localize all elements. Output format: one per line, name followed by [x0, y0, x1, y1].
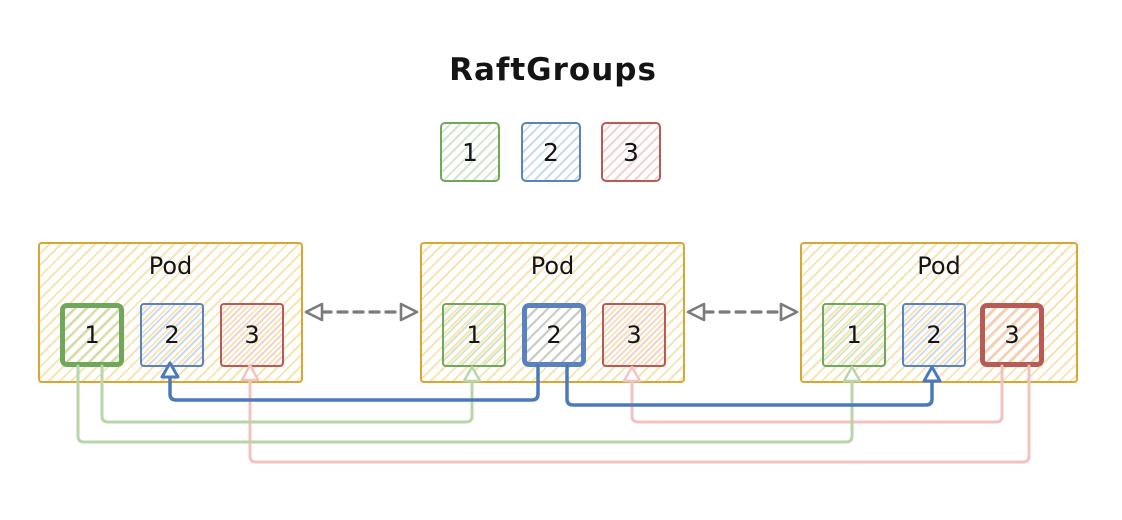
- member-label: 1: [466, 321, 482, 349]
- pod-3-label: Pod: [917, 252, 961, 280]
- member-label: 3: [1004, 321, 1020, 349]
- member-label: 1: [846, 321, 862, 349]
- member-label: 1: [84, 321, 100, 349]
- legend-group-2: 2: [521, 122, 581, 182]
- legend-group-2-label: 2: [543, 137, 559, 167]
- pod1-pod2-left-arrowhead: [304, 302, 324, 322]
- pod2-pod3-right-arrowhead: [779, 302, 799, 322]
- pod1-pod2-right-arrowhead: [399, 302, 419, 322]
- member-label: 3: [244, 321, 260, 349]
- member-label: 2: [926, 321, 942, 349]
- pod-1-label: Pod: [148, 252, 193, 280]
- legend-group-3: 3: [601, 122, 661, 182]
- pod-2-member-2: 2: [522, 303, 586, 367]
- pod-2-label: Pod: [530, 252, 575, 280]
- legend-group-3-label: 3: [623, 137, 639, 167]
- diagram-title: RaftGroups: [449, 52, 657, 88]
- pod-1-member-2: 2: [140, 303, 204, 367]
- legend-group-1-label: 1: [462, 137, 478, 167]
- pod2-pod3-left-arrowhead: [686, 302, 706, 322]
- pod-1-member-1: 1: [60, 303, 124, 367]
- member-label: 2: [546, 321, 562, 349]
- pod-2: Pod 1 2 3: [420, 242, 685, 383]
- pod-3-member-1: 1: [822, 303, 886, 367]
- pod-3-member-2: 2: [902, 303, 966, 367]
- pod-2-member-3: 3: [602, 303, 666, 367]
- pod-2-member-1: 1: [442, 303, 506, 367]
- pod-1: Pod 1 2 3: [38, 242, 303, 383]
- member-label: 2: [164, 321, 180, 349]
- pod-3: Pod 1 2 3: [800, 242, 1078, 383]
- legend-group-1: 1: [440, 122, 500, 182]
- pod-1-member-3: 3: [220, 303, 284, 367]
- member-label: 3: [626, 321, 642, 349]
- pod-3-member-3: 3: [980, 303, 1044, 367]
